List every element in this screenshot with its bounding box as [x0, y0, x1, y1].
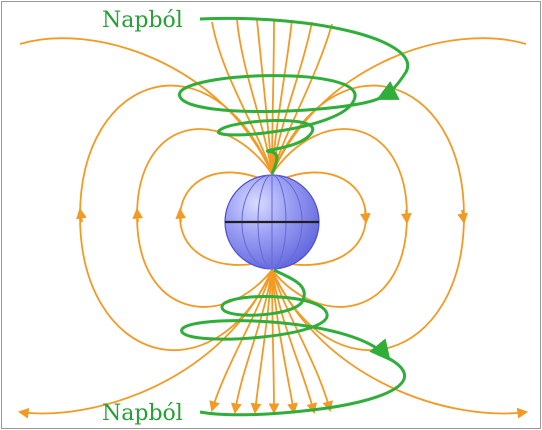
- field-lines-small-loops: [175, 171, 371, 266]
- label-top: Napból: [102, 8, 183, 33]
- particle-path-top: [178, 16, 410, 175]
- field-lines-bottom-bundle: [209, 269, 333, 415]
- field-lines-large-loops: [76, 84, 468, 352]
- planet: [224, 174, 320, 270]
- label-bottom: Napból: [102, 401, 183, 426]
- particle-path-bottom: [180, 268, 406, 417]
